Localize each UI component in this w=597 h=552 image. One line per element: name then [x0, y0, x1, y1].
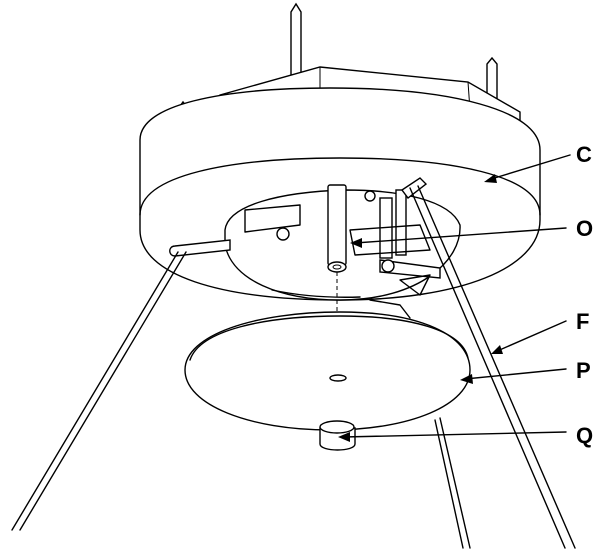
- cover-plate: [184, 311, 471, 431]
- detector-housing: [139, 87, 541, 319]
- callout-q: Q: [576, 423, 593, 448]
- wires: [11, 185, 576, 549]
- knob: [319, 420, 356, 451]
- callout-o: O: [576, 216, 593, 241]
- leaders: [338, 154, 571, 442]
- callout-f: F: [576, 309, 589, 334]
- callout-p: P: [576, 358, 591, 383]
- callout-c: C: [576, 142, 592, 167]
